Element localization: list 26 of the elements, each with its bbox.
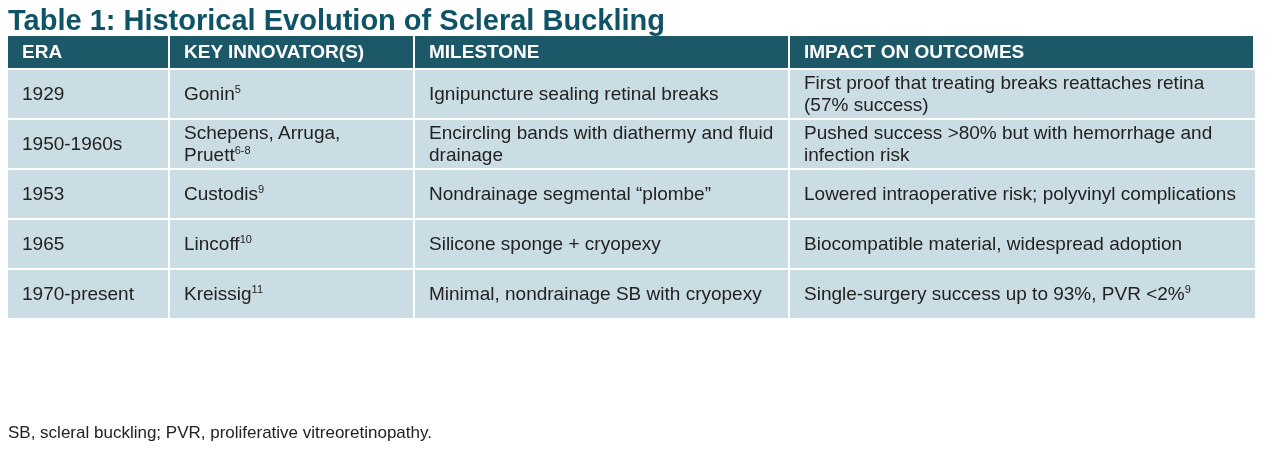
table-cell: Nondrainage segmental “plombe”: [415, 170, 790, 218]
table-cell: Encircling bands with diathermy and fluid drainage: [415, 120, 790, 168]
table-cell: Lincoff$^{10}$: [170, 220, 415, 268]
table-cell: 1965: [8, 220, 170, 268]
table-cell: Pushed success >80% but with hemorrhage and infection risk: [790, 120, 1255, 168]
table-cell: Silicone sponge + cryopexy: [415, 220, 790, 268]
table-cell: 1970-present: [8, 270, 170, 318]
column-header: ERA: [8, 36, 170, 68]
table-cell: Schepens, Arruga, Pruett$^{6-8}$: [170, 120, 415, 168]
table-cell: Biocompatible material, widespread adoption: [790, 220, 1255, 268]
column-header: IMPACT ON OUTCOMES: [790, 36, 1255, 68]
table-cell: First proof that treating breaks reattaches retina (57% success): [790, 70, 1255, 118]
table-cell: 1950-1960s: [8, 120, 170, 168]
table-footnote: SB, scleral buckling; PVR, proliferative vitreoretinopathy.: [8, 423, 432, 443]
table-cell: Custodis$^{9}$: [170, 170, 415, 218]
table-cell: Lowered intraoperative risk; polyvinyl complications: [790, 170, 1255, 218]
table-cell: 1929: [8, 70, 170, 118]
table-cell: Gonin$^{5}$: [170, 70, 415, 118]
table-cell: Single-surgery success up to 93%, PVR <2%$^{9}$: [790, 270, 1255, 318]
table-cell: Ignipuncture sealing retinal breaks: [415, 70, 790, 118]
column-header: KEY INNOVATOR(S): [170, 36, 415, 68]
table-cell: 1953: [8, 170, 170, 218]
column-header: MILESTONE: [415, 36, 790, 68]
table-cell: Kreissig$^{11}$: [170, 270, 415, 318]
table-cell: Minimal, nondrainage SB with cryopexy: [415, 270, 790, 318]
table-title: Table 1: Historical Evolution of Scleral Buckling: [8, 4, 665, 37]
